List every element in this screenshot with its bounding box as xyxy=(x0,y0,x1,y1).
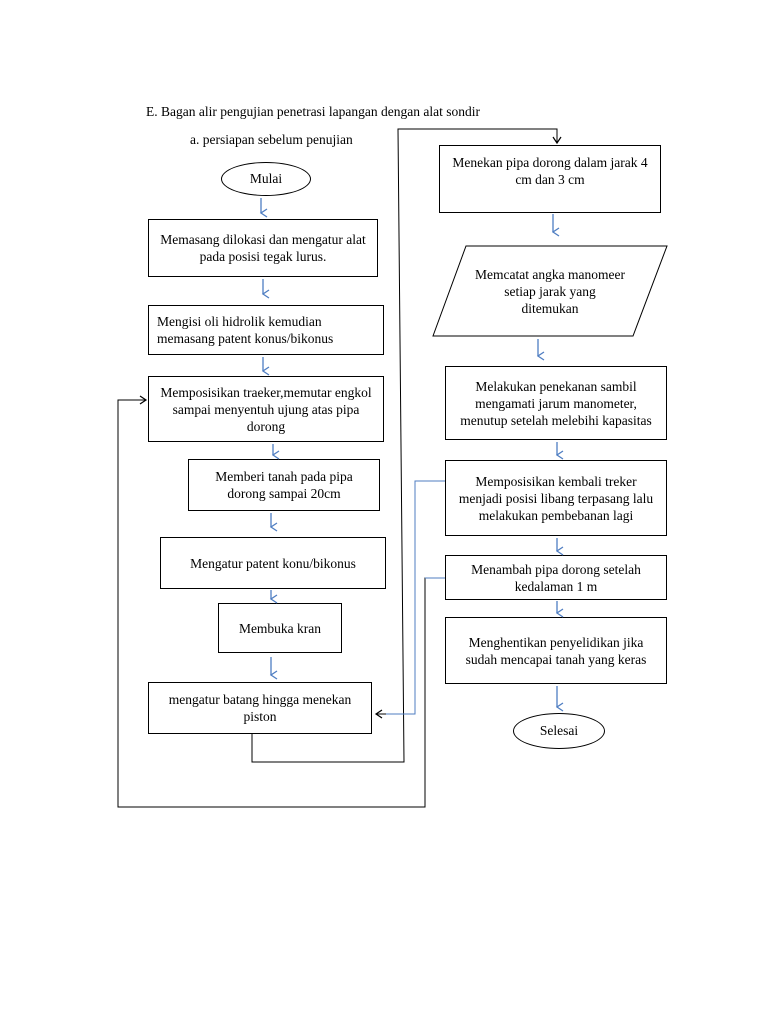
process-step-stop-investigation: Menghentikan penyelidikan jika sudah men… xyxy=(445,617,667,684)
start-terminal: Mulai xyxy=(221,162,311,196)
process-step-press-piston: mengatur batang hingga menekan piston xyxy=(148,682,372,734)
process-step-label: Mengisi oli hidrolik kemudian memasang p… xyxy=(157,314,334,346)
process-step-press-push-pipe: Menekan pipa dorong dalam jarak 4 cm dan… xyxy=(439,145,661,213)
process-step-pressing-observe: Melakukan penekanan sambil mengamati jar… xyxy=(445,366,667,440)
process-step-label: Mengatur patent konu/bikonus xyxy=(190,555,356,571)
process-step-label: Melakukan penekanan sambil mengamati jar… xyxy=(460,378,652,428)
process-step-label: Menambah pipa dorong setelah kedalaman 1… xyxy=(471,561,641,594)
process-step-label: Memberi tanah pada pipa dorong sampai 20… xyxy=(215,469,353,501)
io-step-record-manometer: Memcatat angka manomeer setiap jarak yan… xyxy=(432,245,668,337)
process-step-reposition-tracker: Memposisikan kembali treker menjadi posi… xyxy=(445,460,667,536)
process-step-label: Memposisikan kembali treker menjadi posi… xyxy=(458,473,654,523)
end-label: Selesai xyxy=(539,723,579,738)
diagram-subheading: a. persiapan sebelum penujian xyxy=(190,132,353,147)
loop-connector-reposition xyxy=(376,480,445,715)
diagram-heading: E. Bagan alir pengujian penetrasi lapang… xyxy=(146,104,481,119)
process-step-open-valve: Membuka kran xyxy=(218,603,342,653)
process-step-give-soil: Memberi tanah pada pipa dorong sampai 20… xyxy=(188,459,380,511)
process-step-label: mengatur batang hingga menekan piston xyxy=(168,692,352,724)
process-step-set-cone: Mengatur patent konu/bikonus xyxy=(160,537,386,589)
process-step-set-tool-position: Memasang dilokasi dan mengatur alat pada… xyxy=(148,219,378,277)
process-step-label: Memposisikan traeker,memutar engkol samp… xyxy=(160,384,372,434)
io-step-label: Memcatat angka manomeer setiap jarak yan… xyxy=(475,266,625,316)
process-step-fill-hydraulic-oil: Mengisi oli hidrolik kemudian memasang p… xyxy=(148,305,384,355)
process-step-label: Memasang dilokasi dan mengatur alat pada… xyxy=(160,232,366,264)
connector-to-right-column xyxy=(251,128,562,763)
process-step-label: Menekan pipa dorong dalam jarak 4 cm dan… xyxy=(452,155,648,187)
process-step-label: Membuka kran xyxy=(238,620,322,636)
process-step-label: Menghentikan penyelidikan jika sudah men… xyxy=(465,634,647,667)
process-step-add-push-pipe: Menambah pipa dorong setelah kedalaman 1… xyxy=(445,555,667,600)
process-step-position-tracker: Memposisikan traeker,memutar engkol samp… xyxy=(148,376,384,442)
parallelogram-shape xyxy=(432,245,668,337)
end-terminal: Selesai xyxy=(513,713,605,749)
start-label: Mulai xyxy=(249,171,283,186)
loop-connector-add-pipe xyxy=(117,395,445,808)
